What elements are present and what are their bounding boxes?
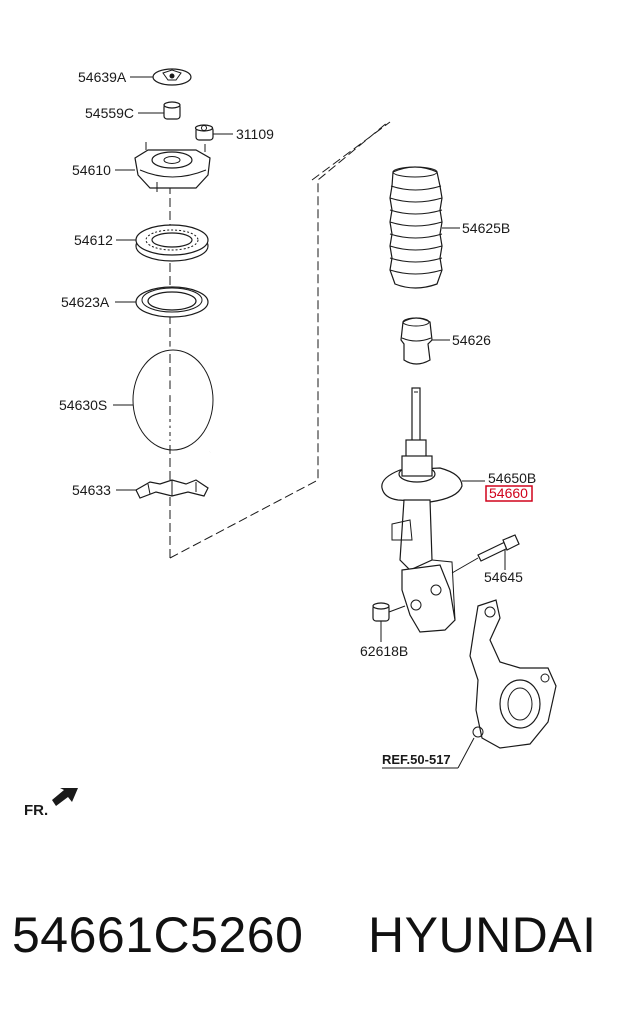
steering-knuckle <box>469 599 557 749</box>
bump-stop-54626 <box>400 317 433 365</box>
highlight-box-54660 <box>485 485 533 502</box>
strut-assembly-diagram: 54639A 54559C 31109 54610 54612 <box>24 68 557 819</box>
bolt-54645 <box>477 534 520 562</box>
cap-54639A <box>152 68 192 86</box>
seat-54623A <box>135 286 209 318</box>
label-54623A: 54623A <box>61 294 110 310</box>
label-54650B: 54650B <box>488 470 536 486</box>
footer: 54661C5260 HYUNDAI <box>0 900 620 980</box>
label-54645: 54645 <box>484 569 523 585</box>
reference-label: REF.50-517 <box>382 752 451 767</box>
dust-boot-54625B <box>389 166 443 289</box>
label-54639A: 54639A <box>78 69 127 85</box>
nut-31109 <box>194 124 214 141</box>
nut-62618B <box>372 602 390 622</box>
label-54660: 54660 <box>489 485 528 501</box>
label-54559C: 54559C <box>85 105 134 121</box>
bearing-54612 <box>135 224 209 262</box>
lower-seat-54633 <box>135 479 209 499</box>
label-54633: 54633 <box>72 482 111 498</box>
front-arrow-icon <box>52 788 78 806</box>
label-54625B: 54625B <box>462 220 510 236</box>
nut-54559C <box>163 101 181 120</box>
label-54610: 54610 <box>72 162 111 178</box>
part-number: 54661C5260 <box>12 907 304 963</box>
label-54612: 54612 <box>74 232 113 248</box>
spring-54630S <box>132 346 214 453</box>
label-54630S: 54630S <box>59 397 107 413</box>
label-54626: 54626 <box>452 332 491 348</box>
label-62618B: 62618B <box>360 643 408 659</box>
strut-54650B <box>381 387 463 633</box>
mount-54610 <box>134 142 211 192</box>
brand-name: HYUNDAI <box>368 907 597 963</box>
label-31109: 31109 <box>236 126 274 142</box>
front-direction-label: FR. <box>24 802 48 819</box>
